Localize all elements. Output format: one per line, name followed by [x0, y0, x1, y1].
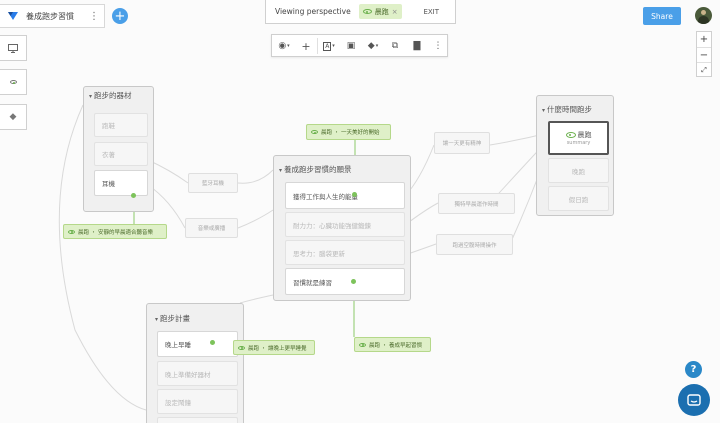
- close-icon[interactable]: ×: [391, 7, 398, 16]
- perspective-toggle-button[interactable]: [0, 69, 27, 95]
- node-energy[interactable]: 獲得工作與人生的能量: [285, 182, 405, 209]
- text-style-button[interactable]: A▾: [323, 41, 335, 51]
- eye-icon: ◉: [278, 41, 287, 51]
- free-node-morning-time[interactable]: 獨特早晨運作時間: [438, 193, 515, 214]
- eye-icon: [238, 345, 245, 350]
- more-vertical-icon: ⋮: [433, 41, 443, 51]
- perspective-note-sleep-earlier[interactable]: 晨跑 ・ 讓晚上更早睡覺: [233, 340, 315, 355]
- brand-logo-icon[interactable]: [6, 9, 20, 23]
- connector-dot: [210, 340, 215, 345]
- node-plan-more[interactable]: [157, 417, 238, 423]
- zoom-in-button[interactable]: +: [699, 34, 709, 45]
- perspective-label: Viewing perspective: [275, 7, 351, 16]
- node-evening-run[interactable]: 晚跑: [548, 158, 609, 183]
- zoom-controls: + − ⤢: [696, 31, 712, 77]
- group-title: ▾跑步的器材: [89, 91, 132, 100]
- perspective-chip[interactable]: 晨跑 ×: [358, 4, 402, 19]
- add-button[interactable]: +: [112, 8, 128, 24]
- delete-button[interactable]: ▇: [406, 35, 428, 57]
- node-weekend-run[interactable]: 假日跑: [548, 186, 609, 211]
- tag-icon: ◆: [367, 41, 375, 51]
- image-icon: ▣: [346, 41, 356, 51]
- tag-icon: ◆: [9, 112, 17, 122]
- free-node-fasting[interactable]: 跑過空腹時間操作: [436, 234, 513, 255]
- eye-icon: [68, 229, 75, 234]
- group-title: ▾什麼時間跑步: [542, 105, 593, 114]
- expand-icon: ⤢: [701, 65, 707, 74]
- map-title[interactable]: 養成跑步習慣: [26, 11, 74, 21]
- eye-dropdown-button[interactable]: ◉▾: [278, 41, 290, 51]
- perspective-note-wake-early[interactable]: 晨跑 ・ 養成早起習慣: [354, 337, 431, 352]
- perspective-note-good-start[interactable]: 晨跑 ・ 一天美好的開始: [306, 124, 391, 140]
- avatar[interactable]: [695, 7, 712, 24]
- chat-icon: [687, 393, 701, 406]
- help-icon: ?: [690, 364, 697, 375]
- node-prepare-gear[interactable]: 晚上準備好器材: [157, 361, 238, 386]
- map-title-bar: 養成跑步習慣 ⋮: [0, 4, 105, 28]
- node-shoes[interactable]: 跑鞋: [94, 113, 148, 137]
- node-sub-label: summary: [566, 140, 591, 146]
- toolbar: ◉▾ + A▾ ▣ ◆▾ ⧉ ▇ ⋮: [271, 34, 448, 57]
- image-button[interactable]: ▣: [340, 35, 362, 57]
- more-button[interactable]: ⋮: [427, 35, 449, 57]
- tags-button[interactable]: ◆: [0, 104, 27, 130]
- node-alarm[interactable]: 設定鬧鐘: [157, 389, 238, 414]
- text-format-icon: A: [323, 41, 332, 51]
- eye-icon: [9, 80, 17, 84]
- eye-icon: [362, 9, 372, 14]
- copy-icon: ⧉: [391, 41, 399, 51]
- presentation-icon: [8, 43, 18, 53]
- fit-screen-button[interactable]: ⤢: [697, 62, 711, 77]
- node-morning-run[interactable]: 晨跑 summary: [548, 121, 609, 155]
- node-earphones[interactable]: 耳機: [94, 170, 148, 196]
- node-clothing[interactable]: 衣著: [94, 142, 148, 166]
- eye-icon: [359, 342, 366, 347]
- node-thinking[interactable]: 思考力：腦袋更新: [285, 240, 405, 265]
- more-vertical-icon[interactable]: ⋮: [89, 10, 99, 22]
- node-practice[interactable]: 習慣就是練習: [285, 268, 405, 295]
- free-node-music[interactable]: 音樂或廣播: [185, 218, 238, 238]
- trash-icon: ▇: [413, 41, 421, 51]
- plus-icon: +: [114, 8, 126, 24]
- perspective-bar: Viewing perspective 晨跑 × EXIT: [265, 0, 456, 24]
- connector-dot: [351, 279, 356, 284]
- eye-icon: [565, 132, 576, 138]
- perspective-note-quiet-morning[interactable]: 晨跑 ・ 安靜的早晨適合聽音樂: [63, 224, 167, 239]
- node-sleep-early[interactable]: 晚上早睡: [157, 331, 238, 357]
- exit-button[interactable]: EXIT: [423, 7, 439, 16]
- zoom-out-button[interactable]: −: [697, 47, 711, 62]
- tag-dropdown-button[interactable]: ◆▾: [367, 41, 379, 51]
- group-title: ▾養成跑步習慣的願景: [279, 165, 352, 174]
- connector-dot: [131, 193, 136, 198]
- presentation-button[interactable]: [0, 35, 27, 61]
- plus-icon: +: [301, 39, 311, 53]
- connector-dot: [352, 192, 357, 197]
- duplicate-button[interactable]: ⧉: [384, 35, 406, 57]
- chat-button[interactable]: [678, 384, 710, 416]
- help-button[interactable]: ?: [685, 361, 702, 378]
- group-title: ▾跑步計畫: [155, 314, 191, 323]
- free-node-energize[interactable]: 讓一天更有精神: [434, 132, 490, 154]
- node-endurance[interactable]: 耐力力：心臟功能強健鍛鍊: [285, 212, 405, 237]
- free-node-bluetooth[interactable]: 藍牙耳機: [188, 173, 238, 193]
- toolbar-divider: [317, 38, 318, 54]
- add-node-button[interactable]: +: [295, 35, 317, 57]
- share-button[interactable]: Share: [643, 7, 681, 25]
- eye-icon: [311, 130, 318, 134]
